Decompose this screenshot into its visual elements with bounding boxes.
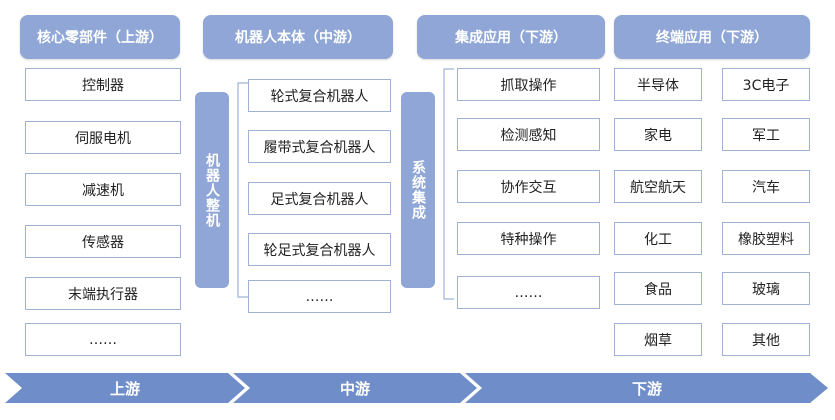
arrow-downstream: [465, 373, 828, 403]
robot-type-box: ……: [248, 280, 391, 313]
arrow-label-downstream: 下游: [631, 379, 662, 398]
component-box: 减速机: [25, 173, 181, 206]
midstream-bracket: [237, 82, 248, 298]
component-box: 控制器: [25, 68, 181, 101]
header-upstream: 核心零部件（上游）: [20, 15, 180, 59]
terminal-app-box: 橡胶塑料: [722, 222, 810, 255]
integration-app-box: ……: [457, 276, 600, 309]
integration-app-box: 特种操作: [457, 222, 600, 255]
terminal-app-box: 家电: [614, 118, 702, 151]
terminal-app-box: 3C电子: [722, 68, 810, 101]
system-integration-bar: 系统集成: [401, 92, 435, 288]
robot-body-bar: 机器人整机: [195, 92, 229, 288]
terminal-app-box: 烟草: [614, 323, 702, 356]
terminal-app-box: 汽车: [722, 170, 810, 203]
header-terminal: 终端应用（下游）: [614, 15, 810, 59]
terminal-app-box: 食品: [614, 272, 702, 305]
component-box: 末端执行器: [25, 277, 181, 310]
robot-type-box: 轮足式复合机器人: [248, 233, 391, 266]
integration-app-box: 协作交互: [457, 170, 600, 203]
terminal-app-box: 航空航天: [614, 170, 702, 203]
robot-type-box: 轮式复合机器人: [248, 79, 391, 112]
integration-bracket: [443, 68, 454, 300]
header-midstream: 机器人本体（中游）: [203, 15, 393, 59]
arrow-midstream: [233, 373, 477, 403]
stage-arrows: [5, 373, 828, 403]
arrow-label-midstream: 中游: [339, 379, 370, 398]
header-integration: 集成应用（下游）: [417, 15, 605, 59]
component-box: 传感器: [25, 225, 181, 258]
robot-type-box: 足式复合机器人: [248, 182, 391, 215]
terminal-app-box: 半导体: [614, 68, 702, 101]
robot-type-box: 履带式复合机器人: [248, 130, 391, 163]
terminal-app-box: 其他: [722, 323, 810, 356]
terminal-app-box: 化工: [614, 222, 702, 255]
terminal-app-box: 玻璃: [722, 272, 810, 305]
terminal-app-box: 军工: [722, 118, 810, 151]
arrow-label-upstream: 上游: [109, 379, 140, 398]
integration-app-box: 检测感知: [457, 118, 600, 151]
component-box: ……: [25, 323, 181, 356]
integration-app-box: 抓取操作: [457, 68, 600, 101]
arrow-upstream: [5, 373, 245, 403]
component-box: 伺服电机: [25, 121, 181, 154]
